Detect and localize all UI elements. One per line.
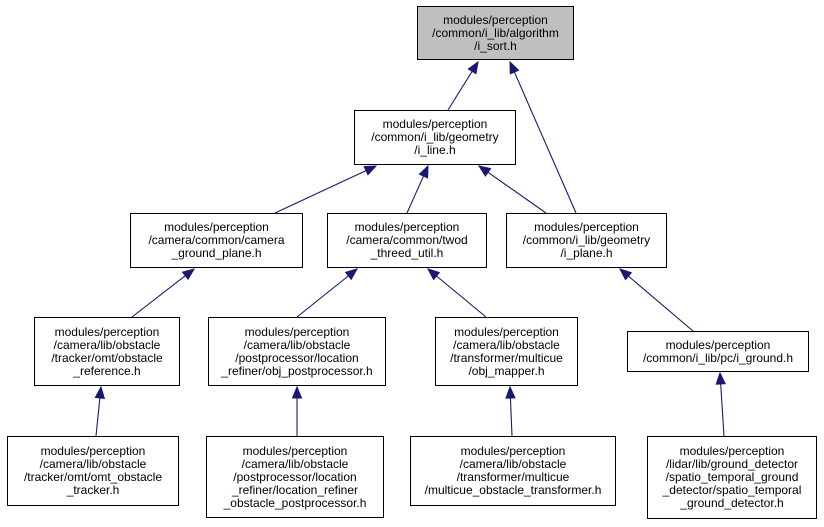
edge-obj_postprocessor-to-twod_threed_util: [296, 275, 349, 318]
node-twod-threed-util[interactable]: modules/perception /camera/common/twod _…: [327, 213, 487, 268]
node-camera-ground-plane[interactable]: modules/perception /camera/common/camera…: [130, 213, 303, 268]
edge-i_ground-to-i_plane: [628, 275, 694, 332]
node-multicue-obstacle-transformer-label: modules/perception /camera/lib/obstacle …: [424, 444, 602, 497]
node-i-ground[interactable]: modules/perception /common/i_lib/pc/i_gr…: [627, 331, 809, 372]
node-i-sort: modules/perception /common/i_lib/algorit…: [417, 6, 574, 60]
node-spatio-temporal-ground-detector-label: modules/perception /lidar/lib/ground_det…: [662, 444, 802, 510]
edge-omt_obstacle_tracker-to-obstacle_reference: [95, 397, 101, 437]
edge-camera_ground_plane-to-i_line: [274, 170, 367, 214]
node-location-refiner-obstacle-postprocessor[interactable]: modules/perception /camera/lib/obstacle …: [206, 436, 384, 518]
node-i-plane-label: modules/perception /common/i_lib/geometr…: [522, 220, 651, 260]
node-i-line[interactable]: modules/perception /common/i_lib/geometr…: [354, 110, 516, 165]
node-obj-mapper-label: modules/perception /camera/lib/obstacle …: [450, 324, 563, 378]
edge-i_plane-to-i_sort: [513, 71, 577, 214]
arrowhead-obj_postprocessor-to-twod_threed_util: [344, 268, 359, 281]
arrowhead-obj_mapper-to-twod_threed_util: [426, 268, 441, 281]
edge-twod_threed_util-to-i_line: [406, 175, 425, 214]
node-i-line-label: modules/perception /common/i_lib/geometr…: [371, 117, 499, 157]
arrowhead-location_refiner_obstacle_postprocessor-to-obj_postprocessor: [291, 385, 303, 399]
edges-layer: [94, 60, 726, 437]
arrowhead-omt_obstacle_tracker-to-obstacle_reference: [94, 385, 106, 399]
arrowhead-i_plane-to-i_line: [477, 165, 492, 177]
node-i-sort-label: modules/perception /common/i_lib/algorit…: [432, 12, 559, 53]
node-camera-ground-plane-label: modules/perception /camera/common/camera…: [148, 220, 285, 260]
arrowhead-camera_ground_plane-to-i_line: [363, 165, 378, 176]
node-i-plane[interactable]: modules/perception /common/i_lib/geometr…: [506, 213, 667, 268]
node-omt-obstacle-tracker[interactable]: modules/perception /camera/lib/obstacle …: [7, 436, 179, 506]
node-obstacle-reference-label: modules/perception /camera/lib/obstacle …: [51, 324, 163, 378]
node-location-refiner-obstacle-postprocessor-label: modules/perception /camera/lib/obstacle …: [223, 443, 367, 510]
arrowhead-multicue_obstacle_transformer-to-obj_mapper: [505, 385, 516, 399]
node-obj-postprocessor[interactable]: modules/perception /camera/lib/obstacle …: [208, 317, 386, 386]
arrowhead-spatio_temporal_ground_detector-to-i_ground: [715, 371, 726, 385]
edge-obj_mapper-to-twod_threed_util: [436, 275, 487, 318]
arrowhead-i_line-to-i_sort: [467, 60, 479, 75]
node-multicue-obstacle-transformer[interactable]: modules/perception /camera/lib/obstacle …: [410, 436, 616, 506]
node-spatio-temporal-ground-detector[interactable]: modules/perception /lidar/lib/ground_det…: [647, 436, 817, 519]
node-obstacle-reference[interactable]: modules/perception /camera/lib/obstacle …: [34, 317, 180, 386]
edge-i_plane-to-i_line: [487, 171, 547, 214]
arrowhead-i_ground-to-i_plane: [618, 268, 633, 281]
edge-i_line-to-i_sort: [447, 71, 473, 111]
arrowhead-twod_threed_util-to-i_line: [418, 164, 429, 179]
node-obj-postprocessor-label: modules/perception /camera/lib/obstacle …: [221, 324, 373, 378]
node-twod-threed-util-label: modules/perception /camera/common/twod _…: [346, 220, 468, 260]
edge-spatio_temporal_ground_detector-to-i_ground: [720, 383, 725, 437]
node-i-ground-label: modules/perception /common/i_lib/pc/i_gr…: [642, 337, 794, 365]
arrowhead-i_plane-to-i_sort: [509, 60, 520, 75]
arrowhead-obstacle_reference-to-camera_ground_plane: [181, 268, 196, 281]
node-obj-mapper[interactable]: modules/perception /camera/lib/obstacle …: [435, 317, 578, 386]
edge-obstacle_reference-to-camera_ground_plane: [131, 275, 186, 318]
node-omt-obstacle-tracker-label: modules/perception /camera/lib/obstacle …: [23, 444, 163, 497]
edge-multicue_obstacle_transformer-to-obj_mapper: [509, 397, 513, 437]
